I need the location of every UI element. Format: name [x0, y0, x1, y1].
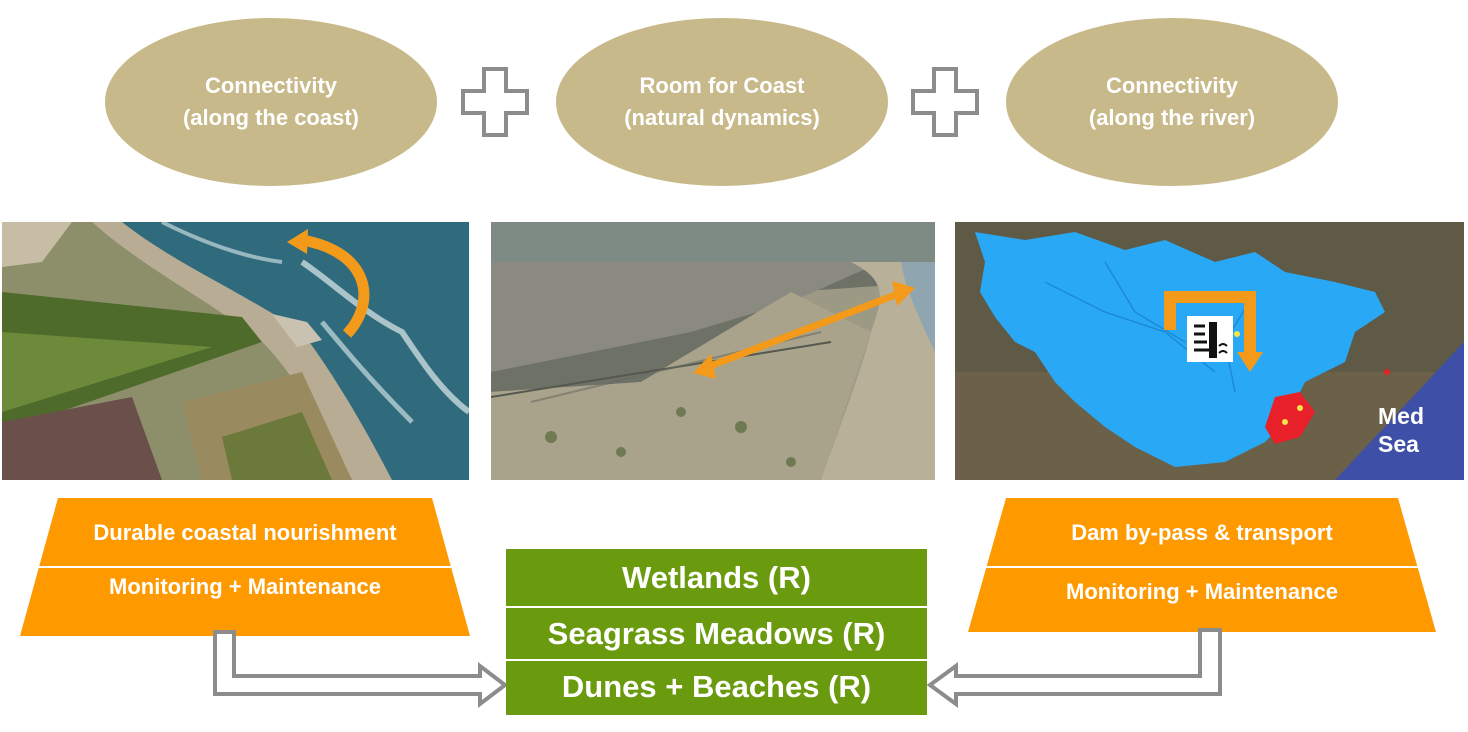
med-sea-line1: Med — [1378, 403, 1424, 429]
ellipse-coastal-connectivity: Connectivity (along the coast) — [105, 18, 437, 186]
outcome-dunes-beaches: Dunes + Beaches (R) — [506, 661, 927, 715]
med-sea-label: Med Sea — [1378, 402, 1424, 458]
outcome-seagrass: Seagrass Meadows (R) — [506, 608, 927, 659]
med-sea-line2: Sea — [1378, 431, 1419, 457]
monitoring-label: Monitoring + Maintenance — [1066, 579, 1338, 604]
monitoring-label: Monitoring + Maintenance — [109, 574, 381, 599]
plus-icon — [461, 67, 529, 137]
ellipse-line2: (natural dynamics) — [624, 105, 820, 130]
ellipse-line2: (along the coast) — [182, 105, 359, 130]
dam-bypass-box: Dam by-pass & transport Monitoring + Mai… — [968, 498, 1436, 632]
dune-field-photo — [491, 222, 935, 480]
ellipse-river-connectivity: Connectivity (along the river) — [1006, 18, 1338, 186]
ellipse-line1: Connectivity — [204, 73, 338, 98]
outcome-wetlands: Wetlands (R) — [506, 549, 927, 606]
left-connector-arrow — [213, 630, 509, 709]
right-connector-arrow — [926, 628, 1222, 708]
ellipse-line1: Room for Coast — [639, 73, 805, 98]
ellipse-line2: (along the river) — [1088, 105, 1256, 130]
dam-bypass-label: Dam by-pass & transport — [1071, 520, 1333, 545]
coastal-nourishment-box: Durable coastal nourishment Monitoring +… — [20, 498, 470, 636]
nourishment-label: Durable coastal nourishment — [93, 520, 397, 545]
plus-icon — [911, 67, 979, 137]
aerial-coast-photo — [2, 222, 469, 480]
outcomes-box: Wetlands (R) Seagrass Meadows (R) Dunes … — [506, 549, 927, 715]
ellipse-room-for-coast: Room for Coast (natural dynamics) — [556, 18, 888, 186]
river-basin-map: Med Sea — [955, 222, 1464, 480]
ellipse-line1: Connectivity — [1105, 73, 1239, 98]
